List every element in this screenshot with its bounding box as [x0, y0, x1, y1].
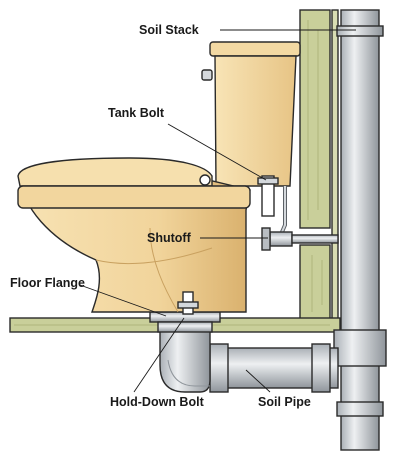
- soil-stack: [333, 9, 387, 451]
- soil-pipe: [209, 343, 339, 393]
- toilet-seat: [17, 157, 251, 209]
- toilet-tank: [201, 41, 301, 187]
- floor-flange: [149, 311, 221, 333]
- label-floor-flange: Floor Flange: [10, 276, 85, 290]
- shutoff-valve: [261, 227, 339, 251]
- closet-bend: [159, 329, 211, 393]
- label-shutoff: Shutoff: [147, 231, 192, 245]
- tank-bolt: [257, 175, 279, 217]
- hold-down-bolt: [177, 291, 199, 315]
- wall-stud: [299, 9, 339, 321]
- label-hold-down-bolt: Hold-Down Bolt: [110, 395, 205, 409]
- supply-line: [280, 186, 287, 233]
- label-tank-bolt: Tank Bolt: [108, 106, 165, 120]
- leader-lines: [79, 29, 356, 393]
- label-soil-stack: Soil Stack: [139, 23, 199, 37]
- label-soil-pipe: Soil Pipe: [258, 395, 311, 409]
